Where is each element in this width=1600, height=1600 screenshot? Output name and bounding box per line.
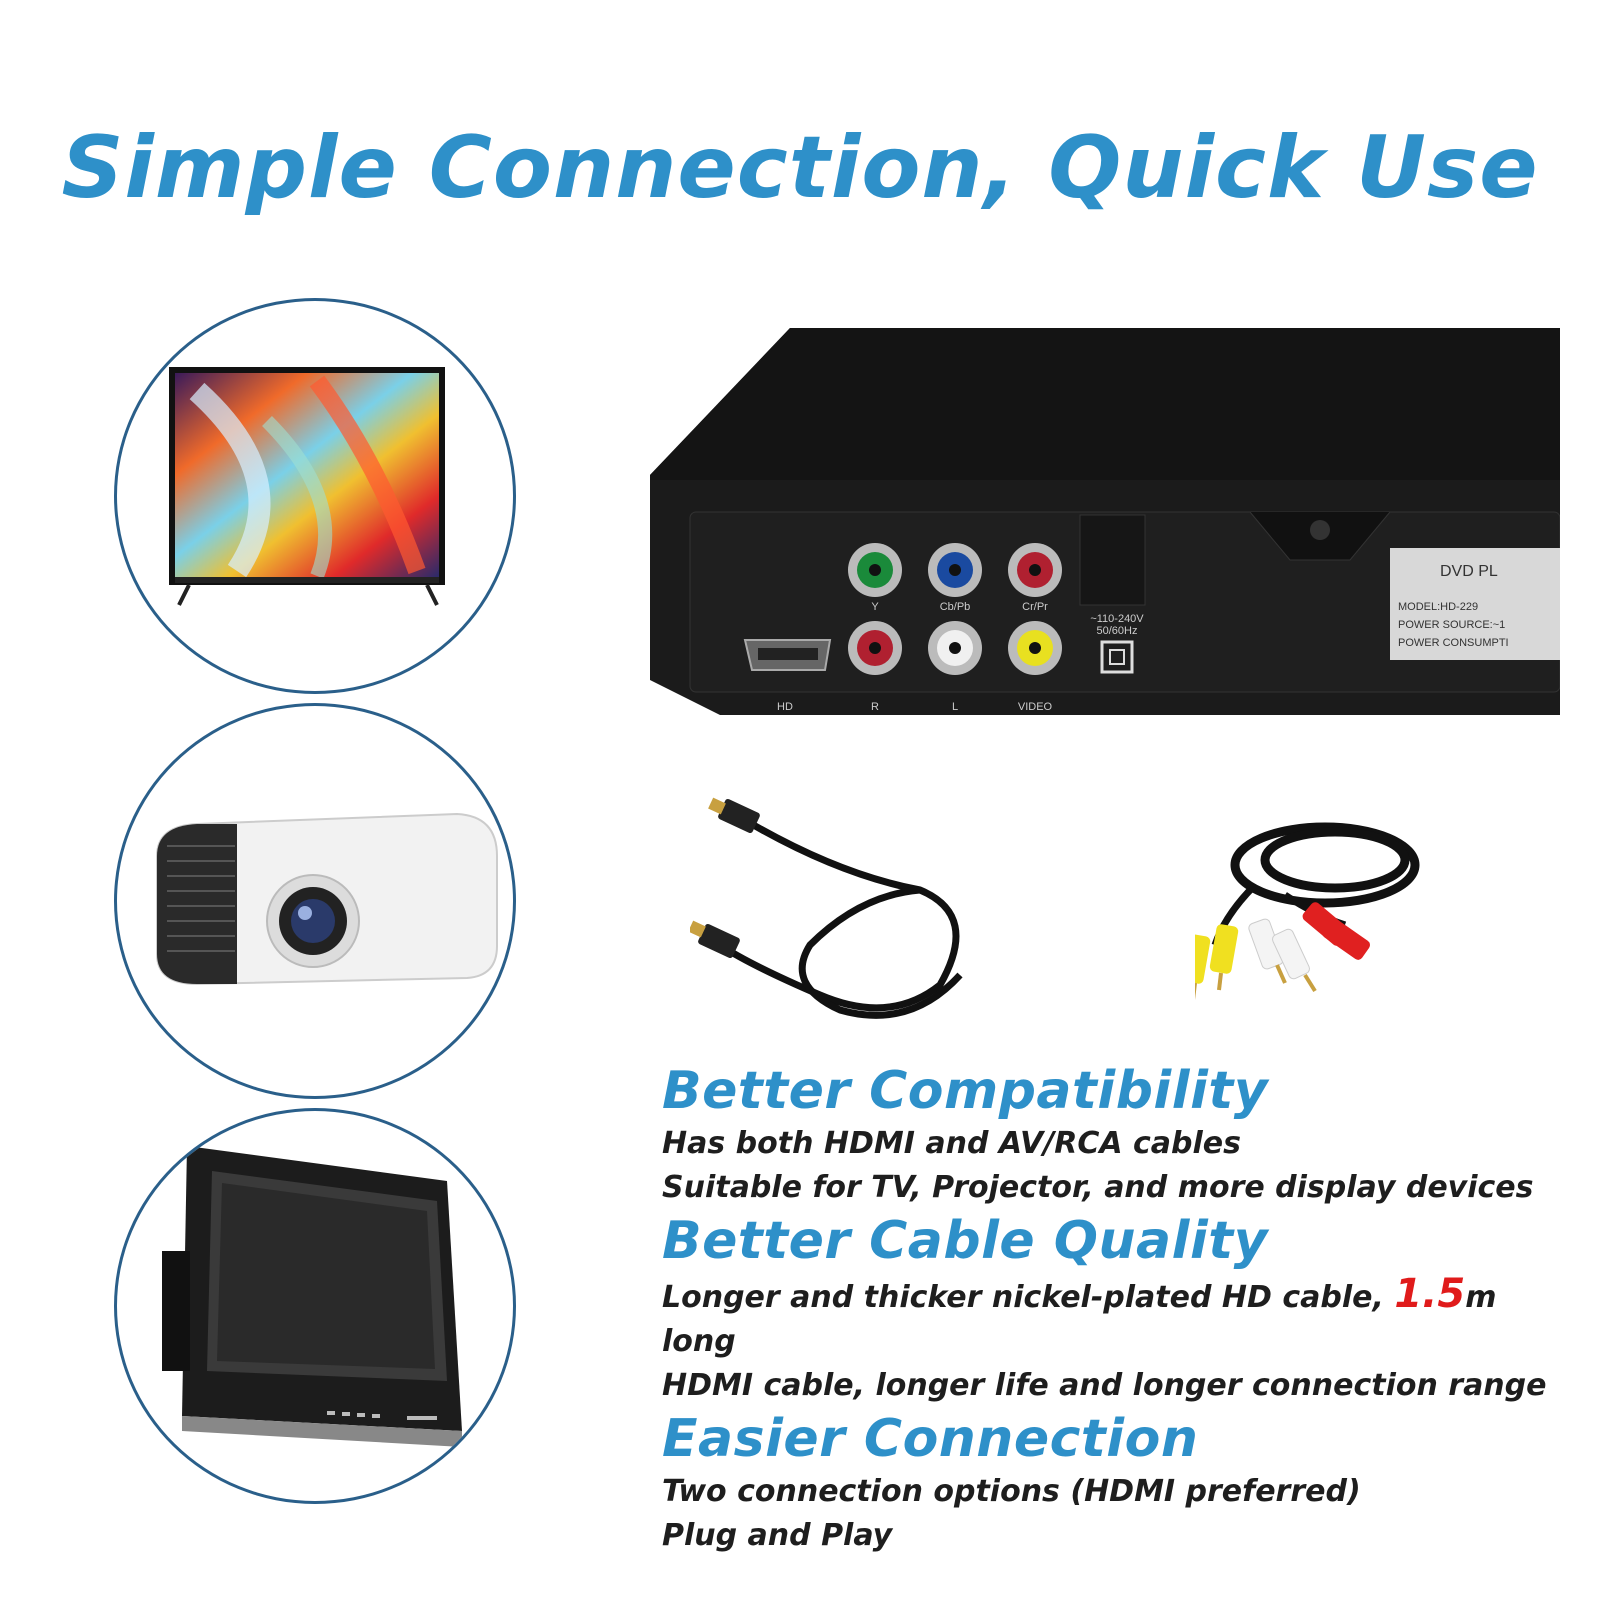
feature-heading-compatibility: Better Compatibility — [662, 1061, 1269, 1121]
feature-line: Two connection options (HDMI preferred) — [662, 1474, 1361, 1509]
jack-label-cbpb: Cb/Pb — [940, 601, 971, 613]
jack-label-l: L — [952, 701, 958, 713]
feature-heading-easier-connection: Easier Connection — [662, 1409, 1199, 1469]
dvd-player-image: Y Cb/Pb Cr/Pr HD R L VIDEO ~110-240V 50/… — [650, 328, 1561, 715]
feature-line-cable-length: Longer and thicker nickel-plated HD cabl… — [662, 1272, 1562, 1364]
feature-line: Has both HDMI and AV/RCA cables — [662, 1126, 1241, 1161]
rca-cable-image — [1181, 822, 1420, 1001]
power-rating-1: ~110-240V — [1090, 613, 1144, 625]
feature-line: Suitable for TV, Projector, and more dis… — [662, 1170, 1534, 1205]
crt-tv-circle — [114, 1108, 516, 1504]
power-rating-2: 50/60Hz — [1097, 625, 1138, 637]
projector-circle — [114, 703, 516, 1099]
features-section: Better Compatibility Has both HDMI and A… — [662, 1060, 1562, 1558]
cable-length-value: 1.5 — [1394, 1271, 1466, 1317]
flat-tv-image — [169, 367, 445, 606]
hdmi-cable — [688, 795, 990, 1029]
projector-image — [156, 812, 498, 986]
flat-tv-circle — [114, 298, 516, 694]
hdmi-cable-image — [688, 797, 963, 1019]
cable-length-pre: Longer and thicker nickel-plated HD cabl… — [662, 1280, 1395, 1315]
player-label-title: DVD PL — [1440, 563, 1498, 580]
player-model: MODEL:HD-229 — [1398, 601, 1478, 613]
feature-heading-cable-quality: Better Cable Quality — [662, 1211, 1269, 1271]
jack-label-y: Y — [871, 601, 879, 613]
dvd-player: Y Cb/Pb Cr/Pr HD R L VIDEO ~110-240V 50/… — [650, 320, 1561, 744]
cable-length-post: m long — [662, 1280, 1497, 1359]
rca-jacks — [848, 543, 1062, 675]
rca-cable — [1181, 805, 1425, 1039]
jack-label-hd: HD — [777, 701, 793, 713]
jack-label-crpr: Cr/Pr — [1022, 601, 1048, 613]
feature-line: Plug and Play — [662, 1518, 893, 1553]
crt-tv-image — [162, 1146, 462, 1447]
feature-line: HDMI cable, longer life and longer conne… — [662, 1368, 1547, 1403]
jack-label-video: VIDEO — [1018, 701, 1053, 713]
page-title: Simple Connection, Quick Use — [61, 118, 1539, 218]
jack-label-r: R — [871, 701, 879, 713]
player-power-consumption: POWER CONSUMPTI — [1398, 637, 1509, 649]
player-power-source: POWER SOURCE:~1 — [1398, 619, 1505, 631]
